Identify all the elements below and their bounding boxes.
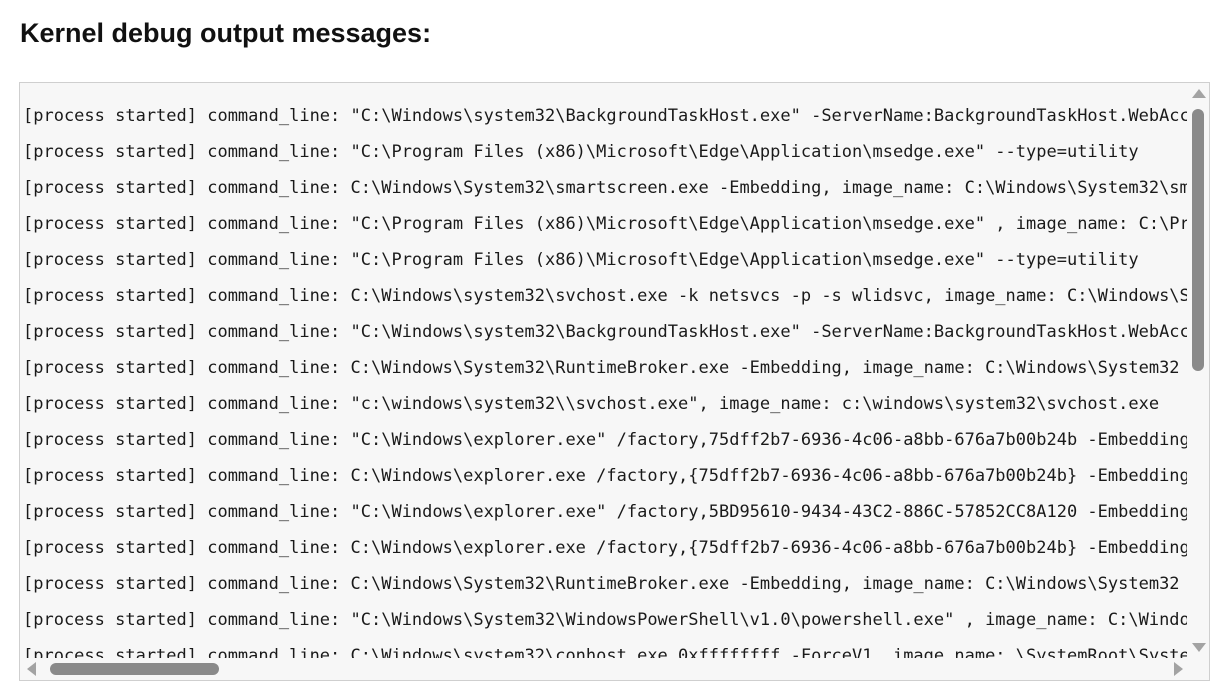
log-line: [process started] command_line: "C:\Prog…	[23, 142, 1139, 162]
log-line: [process started] command_line: C:\Windo…	[23, 466, 1187, 486]
log-line: [process started] command_line: "C:\Wind…	[23, 502, 1187, 522]
log-lines: [process started] command_line: "C:\Wind…	[23, 101, 1187, 658]
log-line: [process started] command_line: C:\Windo…	[23, 178, 1187, 198]
log-line: [process started] command_line: C:\Windo…	[23, 286, 1187, 306]
log-line: [process started] command_line: "C:\Prog…	[23, 214, 1187, 234]
log-line: [process started] command_line: C:\Windo…	[23, 538, 1187, 558]
horizontal-scrollbar-thumb[interactable]	[50, 663, 219, 675]
log-line: [process started] command_line: C:\Windo…	[23, 358, 1180, 378]
scroll-right-arrow-icon[interactable]	[1174, 662, 1183, 676]
log-line: [process started] command_line: "c:\wind…	[23, 394, 1160, 414]
scrollbar-corner	[1187, 658, 1209, 680]
log-line: [process started] command_line: "C:\Prog…	[23, 250, 1139, 270]
vertical-scrollbar-thumb[interactable]	[1192, 109, 1204, 371]
scroll-left-arrow-icon[interactable]	[27, 662, 36, 676]
page-title: Kernel debug output messages:	[20, 18, 432, 48]
log-viewport: [process started] command_line: "C:\Wind…	[20, 83, 1187, 658]
horizontal-scrollbar[interactable]	[20, 658, 1187, 680]
vertical-scrollbar[interactable]	[1187, 83, 1209, 658]
log-line: [process started] command_line: C:\Windo…	[23, 574, 1180, 594]
scroll-up-arrow-icon[interactable]	[1192, 89, 1206, 98]
scroll-down-arrow-icon[interactable]	[1192, 643, 1206, 652]
log-line: [process started] command_line: "C:\Wind…	[23, 430, 1187, 450]
log-line: [process started] command_line: C:\Windo…	[23, 646, 1187, 658]
log-line: [process started] command_line: "C:\Wind…	[23, 106, 1187, 126]
log-line: [process started] command_line: "C:\Wind…	[23, 610, 1187, 630]
kernel-debug-log-panel[interactable]: [process started] command_line: "C:\Wind…	[19, 82, 1210, 681]
log-line: [process started] command_line: "C:\Wind…	[23, 322, 1187, 342]
